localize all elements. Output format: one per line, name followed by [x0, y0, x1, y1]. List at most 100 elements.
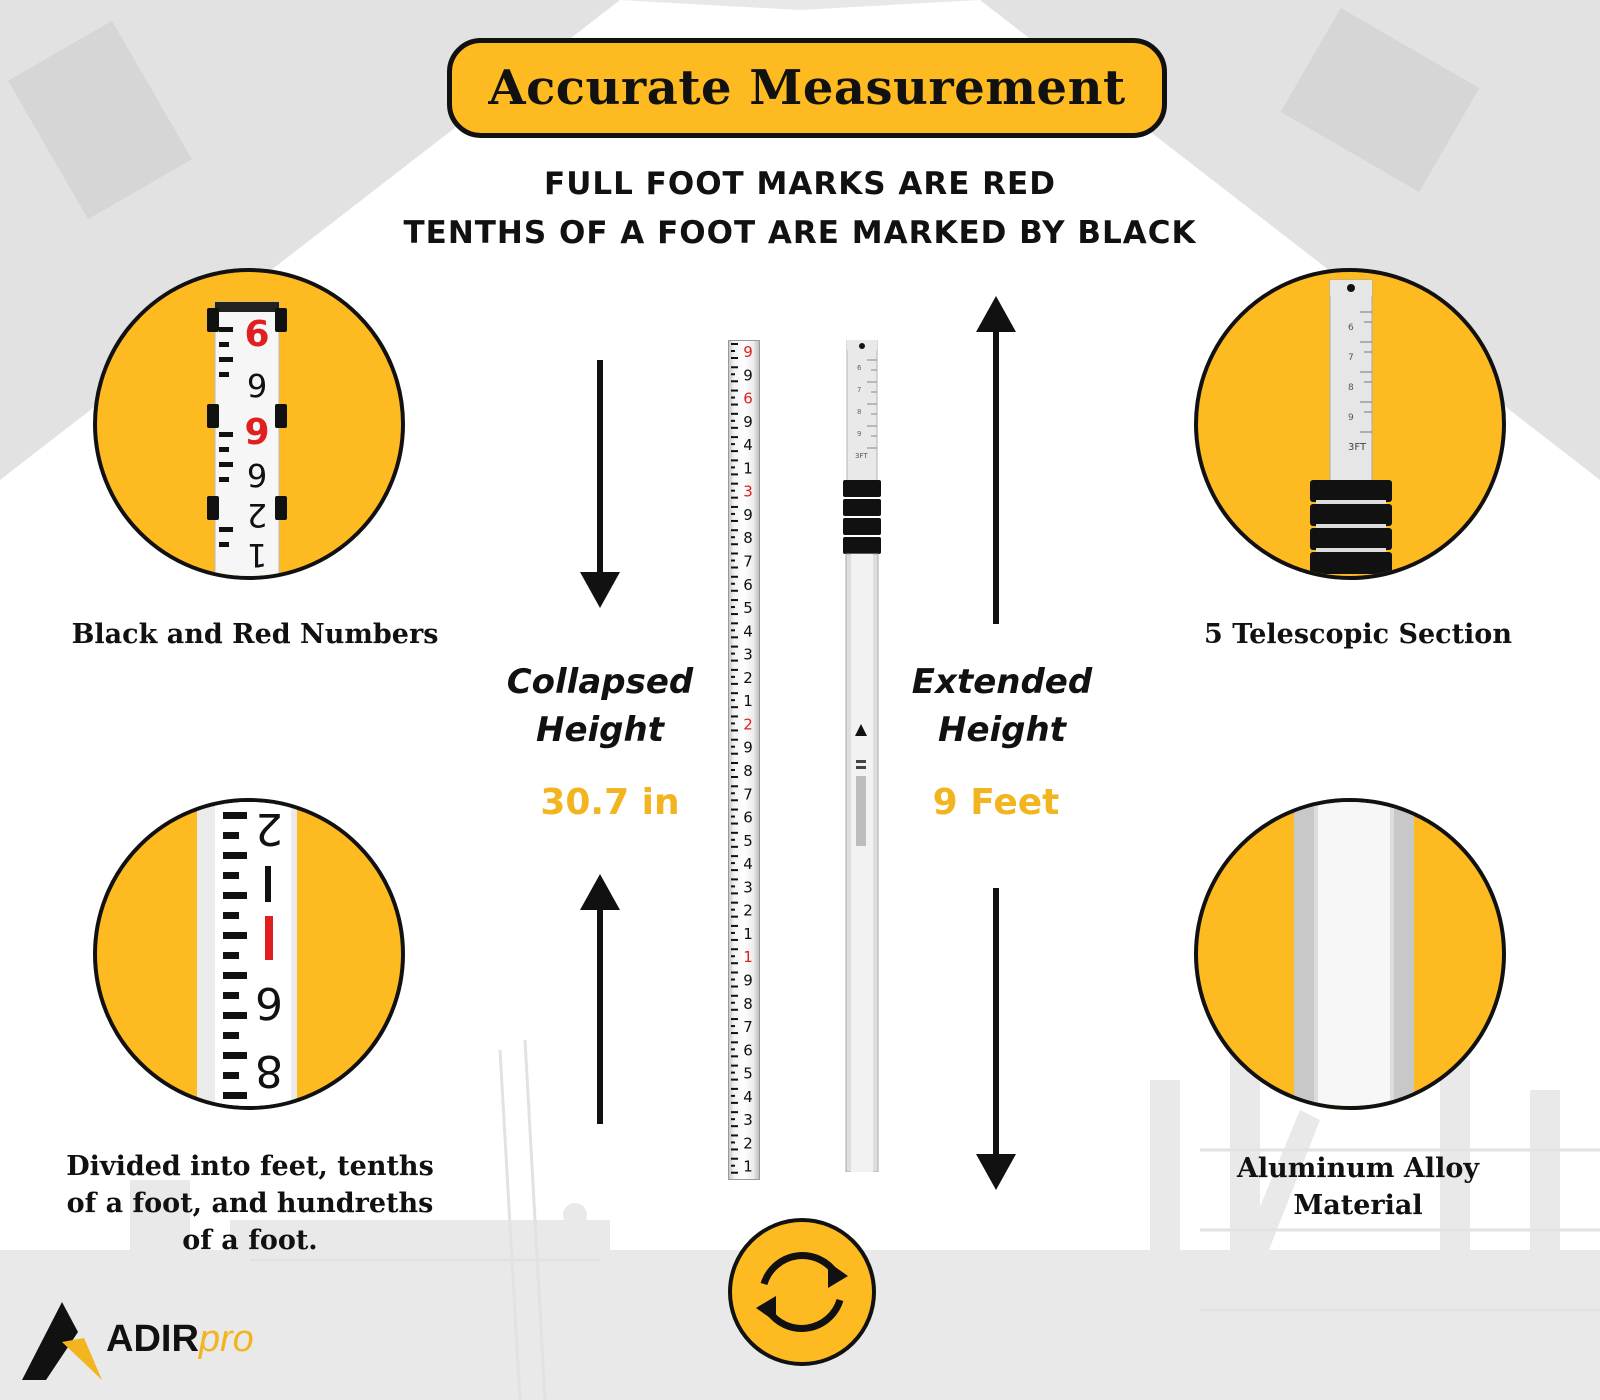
- rod-tick: [731, 443, 735, 446]
- rod-tick: [731, 822, 738, 825]
- caption-aluminum-line-2: Material: [1293, 1190, 1423, 1221]
- rod-digit: 5: [743, 832, 753, 850]
- rod-tick: [731, 985, 738, 988]
- collapsed-label-line-2: Height: [536, 710, 664, 750]
- rod-tick: [731, 652, 735, 655]
- rod-tick: [731, 1048, 735, 1051]
- svg-text:8: 8: [255, 1045, 283, 1096]
- rod-closeup-image: 9 6 6 6 2 1: [207, 301, 287, 576]
- rod-tick: [731, 908, 735, 911]
- rod-tick: [731, 1025, 735, 1028]
- rod-digit: 6: [743, 1041, 753, 1059]
- rod-tick: [731, 599, 738, 602]
- rod-tick: [731, 815, 735, 818]
- rod-tick: [731, 582, 735, 585]
- rod-tick: [731, 1032, 738, 1035]
- rod-tick: [731, 552, 738, 555]
- rod-tick: [731, 589, 738, 592]
- rod-tick: [731, 496, 738, 499]
- rod-tick: [731, 1141, 735, 1144]
- rod-tick: [731, 878, 738, 881]
- rod-digit: 3: [743, 483, 753, 501]
- rod-tick: [731, 482, 738, 485]
- rod-tick: [731, 1134, 738, 1137]
- aluminum-alloy-closeup: [1194, 798, 1506, 1110]
- rod-tick: [731, 636, 738, 639]
- rod-tick: [731, 831, 738, 834]
- rod-tick: [731, 505, 738, 508]
- rod-tick: [731, 606, 735, 609]
- divisions-closeup: 2 6 8: [93, 798, 405, 1110]
- rod-tick: [731, 543, 738, 546]
- rod-tick: [731, 785, 738, 788]
- rod-tick: [731, 715, 738, 718]
- rod-tick: [731, 762, 738, 764]
- collapsed-height-label: Collapsed Height: [480, 658, 720, 754]
- rod-tick: [731, 885, 735, 888]
- rod-digit: 6: [743, 390, 753, 408]
- rod-tick: [731, 978, 735, 981]
- rod-tick: [731, 845, 738, 848]
- rod-tick: [731, 566, 738, 569]
- rod-digit: 6: [743, 576, 753, 594]
- rod-tick: [731, 962, 738, 965]
- rod-tick: [731, 722, 735, 725]
- page-title: Accurate Measurement: [488, 60, 1126, 116]
- svg-text:9: 9: [1348, 413, 1354, 423]
- rod-tick: [731, 1101, 738, 1104]
- refresh-icon: [728, 1218, 876, 1366]
- svg-text:9: 9: [244, 311, 269, 352]
- rod-tick: [731, 1071, 735, 1074]
- rod-tick: [731, 869, 738, 872]
- svg-text:2: 2: [255, 803, 283, 854]
- rod-tick: [731, 389, 738, 392]
- caption-aluminum-line-1: Aluminum Alloy: [1236, 1153, 1480, 1184]
- rod-tick: [731, 901, 738, 904]
- rod-tick: [731, 459, 738, 462]
- rod-digit: 8: [743, 529, 753, 547]
- rod-tick: [731, 675, 735, 678]
- rod-tick: [731, 350, 735, 352]
- arrow-down-icon: [580, 360, 620, 608]
- svg-text:8: 8: [1348, 383, 1354, 393]
- rod-tick: [731, 955, 735, 958]
- extended-height-label: Extended Height: [882, 658, 1122, 754]
- black-red-numbers-closeup: 9 6 6 6 2 1: [93, 268, 405, 580]
- collapsed-height-value: 30.7 in: [540, 782, 680, 823]
- rod-digit: 9: [743, 739, 753, 757]
- rod-tick: [731, 659, 738, 662]
- adirpro-logo: ADIRpro: [22, 1302, 282, 1382]
- subtitle-line-1: FULL FOOT MARKS ARE RED: [544, 166, 1056, 202]
- arrow-up-icon: [976, 296, 1016, 624]
- rod-digit: 8: [743, 995, 753, 1013]
- rod-tick: [731, 466, 735, 469]
- rod-digit: 5: [743, 599, 753, 617]
- rod-tick: [731, 1148, 738, 1151]
- rod-digit: 6: [743, 809, 753, 827]
- rod-tick: [731, 745, 735, 748]
- rod-tick: [731, 792, 735, 795]
- rod-tick: [731, 622, 738, 625]
- rod-digit: 1: [743, 948, 753, 966]
- rod-digit: 1: [743, 692, 753, 710]
- extended-label-line-1: Extended: [911, 662, 1093, 702]
- rod-tick: [731, 1087, 738, 1090]
- rod-tick: [731, 855, 738, 858]
- rod-tick: [731, 738, 738, 741]
- rod-tick: [731, 426, 738, 429]
- rod-tick: [731, 862, 735, 865]
- rod-tick: [731, 396, 735, 399]
- rod-tick: [731, 357, 738, 359]
- collapsed-label-line-1: Collapsed: [506, 662, 694, 702]
- rod-digit: 1: [743, 925, 753, 943]
- rod-tick: [731, 450, 738, 453]
- rod-tick: [731, 536, 735, 539]
- rod-digit: 8: [743, 762, 753, 780]
- rod-tick: [731, 1008, 738, 1011]
- rod-tick: [731, 1064, 738, 1067]
- adirpro-logo-icon: [22, 1302, 102, 1380]
